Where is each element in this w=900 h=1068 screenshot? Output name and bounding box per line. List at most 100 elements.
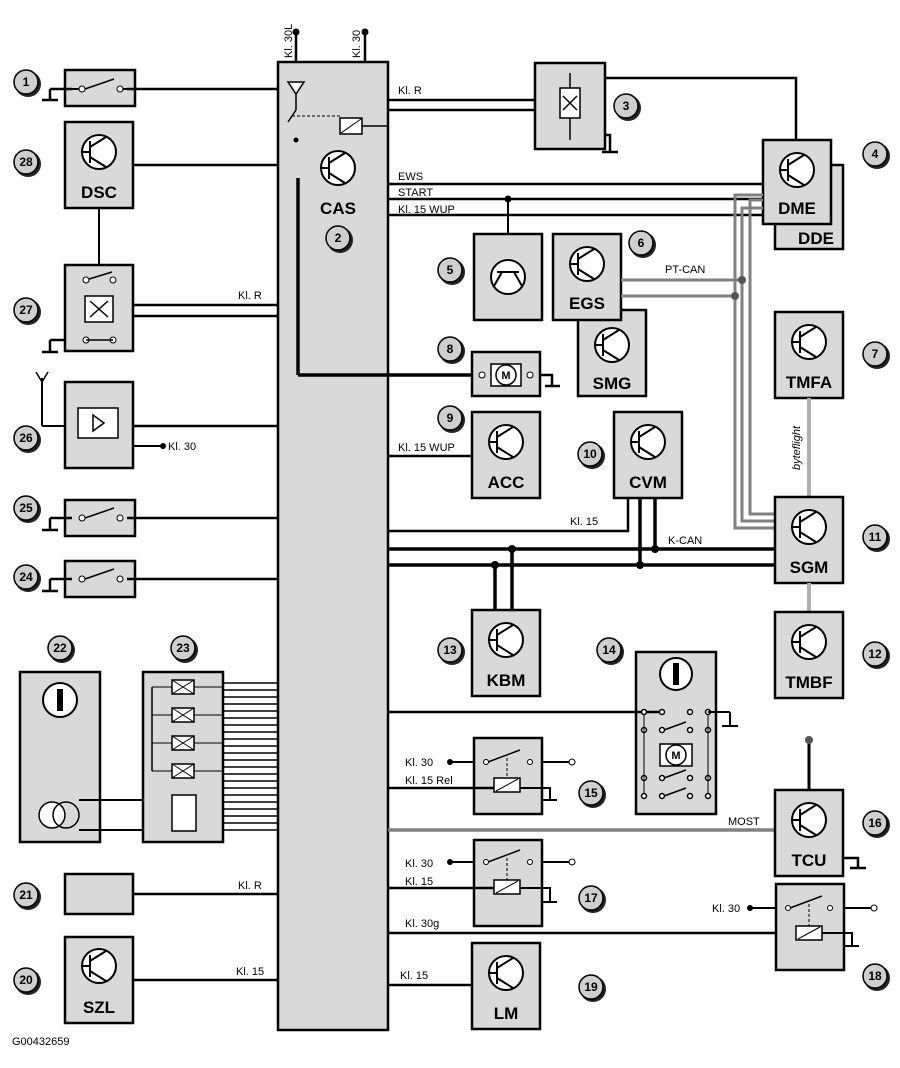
svg-text:15: 15 bbox=[584, 786, 598, 800]
svg-text:1: 1 bbox=[23, 75, 30, 89]
steering-lock-14-box bbox=[634, 650, 718, 816]
badge-7: 7 bbox=[862, 341, 890, 369]
relay-15-box bbox=[472, 736, 544, 816]
lm-title: LM bbox=[494, 1004, 519, 1023]
byteflight-label: byteflight bbox=[791, 425, 803, 470]
badge-1: 1 bbox=[13, 69, 41, 97]
kl30l-label: Kl. 30L bbox=[283, 24, 295, 58]
svg-text:18: 18 bbox=[868, 969, 882, 983]
badge-23: 23 bbox=[170, 635, 198, 663]
cvm-transistor-icon bbox=[630, 424, 666, 460]
ews-label: EWS bbox=[398, 171, 423, 183]
smg-title: SMG bbox=[593, 374, 632, 393]
badge-21: 21 bbox=[13, 882, 41, 910]
dde-title: DDE bbox=[798, 229, 834, 248]
svg-text:28: 28 bbox=[19, 155, 33, 169]
szl-title: SZL bbox=[83, 998, 115, 1017]
kl30g-label: Kl. 30g bbox=[405, 918, 439, 930]
svg-text:3: 3 bbox=[623, 99, 630, 113]
cas-transistor-icon bbox=[320, 150, 356, 186]
most-label: MOST bbox=[728, 816, 760, 828]
svg-text:7: 7 bbox=[872, 347, 879, 361]
klr-top-label: Kl. R bbox=[398, 85, 422, 97]
figure-id: G00432659 bbox=[12, 1036, 70, 1048]
lm-transistor-icon bbox=[488, 955, 524, 991]
dsc-transistor-icon bbox=[81, 134, 117, 170]
svg-text:10: 10 bbox=[583, 447, 597, 461]
badge-17: 17 bbox=[578, 885, 606, 913]
egs-title: EGS bbox=[569, 294, 605, 313]
ptcan-label: PT-CAN bbox=[665, 264, 705, 276]
kl30-17-label: Kl. 30 bbox=[405, 858, 433, 870]
kl15-17-label: Kl. 15 bbox=[405, 876, 433, 888]
svg-text:25: 25 bbox=[19, 501, 33, 515]
svg-text:26: 26 bbox=[19, 431, 33, 445]
svg-text:27: 27 bbox=[19, 303, 33, 317]
svg-text:11: 11 bbox=[869, 530, 882, 544]
badge-18: 18 bbox=[862, 963, 890, 991]
acc-transistor-icon bbox=[488, 424, 524, 460]
badge-20: 20 bbox=[13, 967, 41, 995]
smg-transistor-icon bbox=[594, 327, 630, 363]
module-21-box bbox=[63, 872, 135, 916]
badge-14: 14 bbox=[596, 637, 624, 665]
svg-text:23: 23 bbox=[176, 641, 190, 655]
svg-text:22: 22 bbox=[53, 641, 67, 655]
tcu-title: TCU bbox=[792, 851, 827, 870]
klr-21-label: Kl. R bbox=[238, 880, 262, 892]
svg-text:2: 2 bbox=[335, 231, 342, 245]
tmbf-transistor-icon bbox=[791, 624, 827, 660]
transponder-coil-icon bbox=[38, 801, 80, 829]
svg-text:21: 21 bbox=[19, 888, 33, 902]
badge-12: 12 bbox=[862, 641, 890, 669]
badge-26: 26 bbox=[13, 425, 41, 453]
dme-transistor-icon bbox=[779, 152, 815, 188]
kbm-transistor-icon bbox=[488, 622, 524, 658]
kl30-top-label: Kl. 30 bbox=[351, 30, 363, 58]
fuse-icons bbox=[171, 679, 197, 832]
kl30-26-label: Kl. 30 bbox=[168, 441, 196, 453]
svg-text:13: 13 bbox=[443, 643, 457, 657]
badge-16: 16 bbox=[862, 810, 890, 838]
svg-text:8: 8 bbox=[447, 342, 454, 356]
motor-14-label: M bbox=[671, 750, 680, 762]
badge-27: 27 bbox=[13, 297, 41, 325]
badge-3: 3 bbox=[613, 93, 641, 121]
motor-8-label: M bbox=[501, 370, 510, 382]
kl15-cvm-label: Kl. 15 bbox=[570, 516, 598, 528]
badge-4: 4 bbox=[862, 141, 890, 169]
svg-text:6: 6 bbox=[638, 236, 645, 250]
dme-title: DME bbox=[778, 199, 816, 218]
egs-transistor-icon bbox=[569, 246, 605, 282]
svg-text:12: 12 bbox=[868, 647, 882, 661]
kcan-label: K-CAN bbox=[668, 535, 702, 547]
badge-8: 8 bbox=[437, 336, 465, 364]
module-5-transistor-icon bbox=[490, 259, 526, 295]
badge-24: 24 bbox=[13, 564, 41, 592]
svg-text:19: 19 bbox=[584, 980, 598, 994]
cas-title: CAS bbox=[320, 199, 356, 218]
badge-2: 2 bbox=[325, 225, 353, 253]
svg-text:9: 9 bbox=[447, 411, 454, 425]
kl15-20-label: Kl. 15 bbox=[236, 966, 264, 978]
badge-25: 25 bbox=[13, 495, 41, 523]
svg-text:17: 17 bbox=[584, 891, 598, 905]
start-label: START bbox=[398, 187, 433, 199]
kcan-bus bbox=[388, 498, 775, 610]
sgm-title: SGM bbox=[790, 558, 829, 577]
badge-5: 5 bbox=[437, 257, 465, 285]
kbm-title: KBM bbox=[487, 671, 526, 690]
svg-text:4: 4 bbox=[872, 147, 879, 161]
badge-13: 13 bbox=[437, 637, 465, 665]
kl15wup-acc-label: Kl. 15 WUP bbox=[398, 442, 455, 454]
svg-text:14: 14 bbox=[602, 643, 616, 657]
badge-15: 15 bbox=[578, 780, 606, 808]
sgm-transistor-icon bbox=[791, 509, 827, 545]
badge-22: 22 bbox=[47, 635, 75, 663]
kl15rel-label: Kl. 15 Rel bbox=[405, 775, 453, 787]
ptcan-bus bbox=[621, 193, 775, 530]
cvm-title: CVM bbox=[629, 473, 667, 492]
amplifier-icon bbox=[92, 413, 106, 433]
badge-28: 28 bbox=[13, 149, 41, 177]
